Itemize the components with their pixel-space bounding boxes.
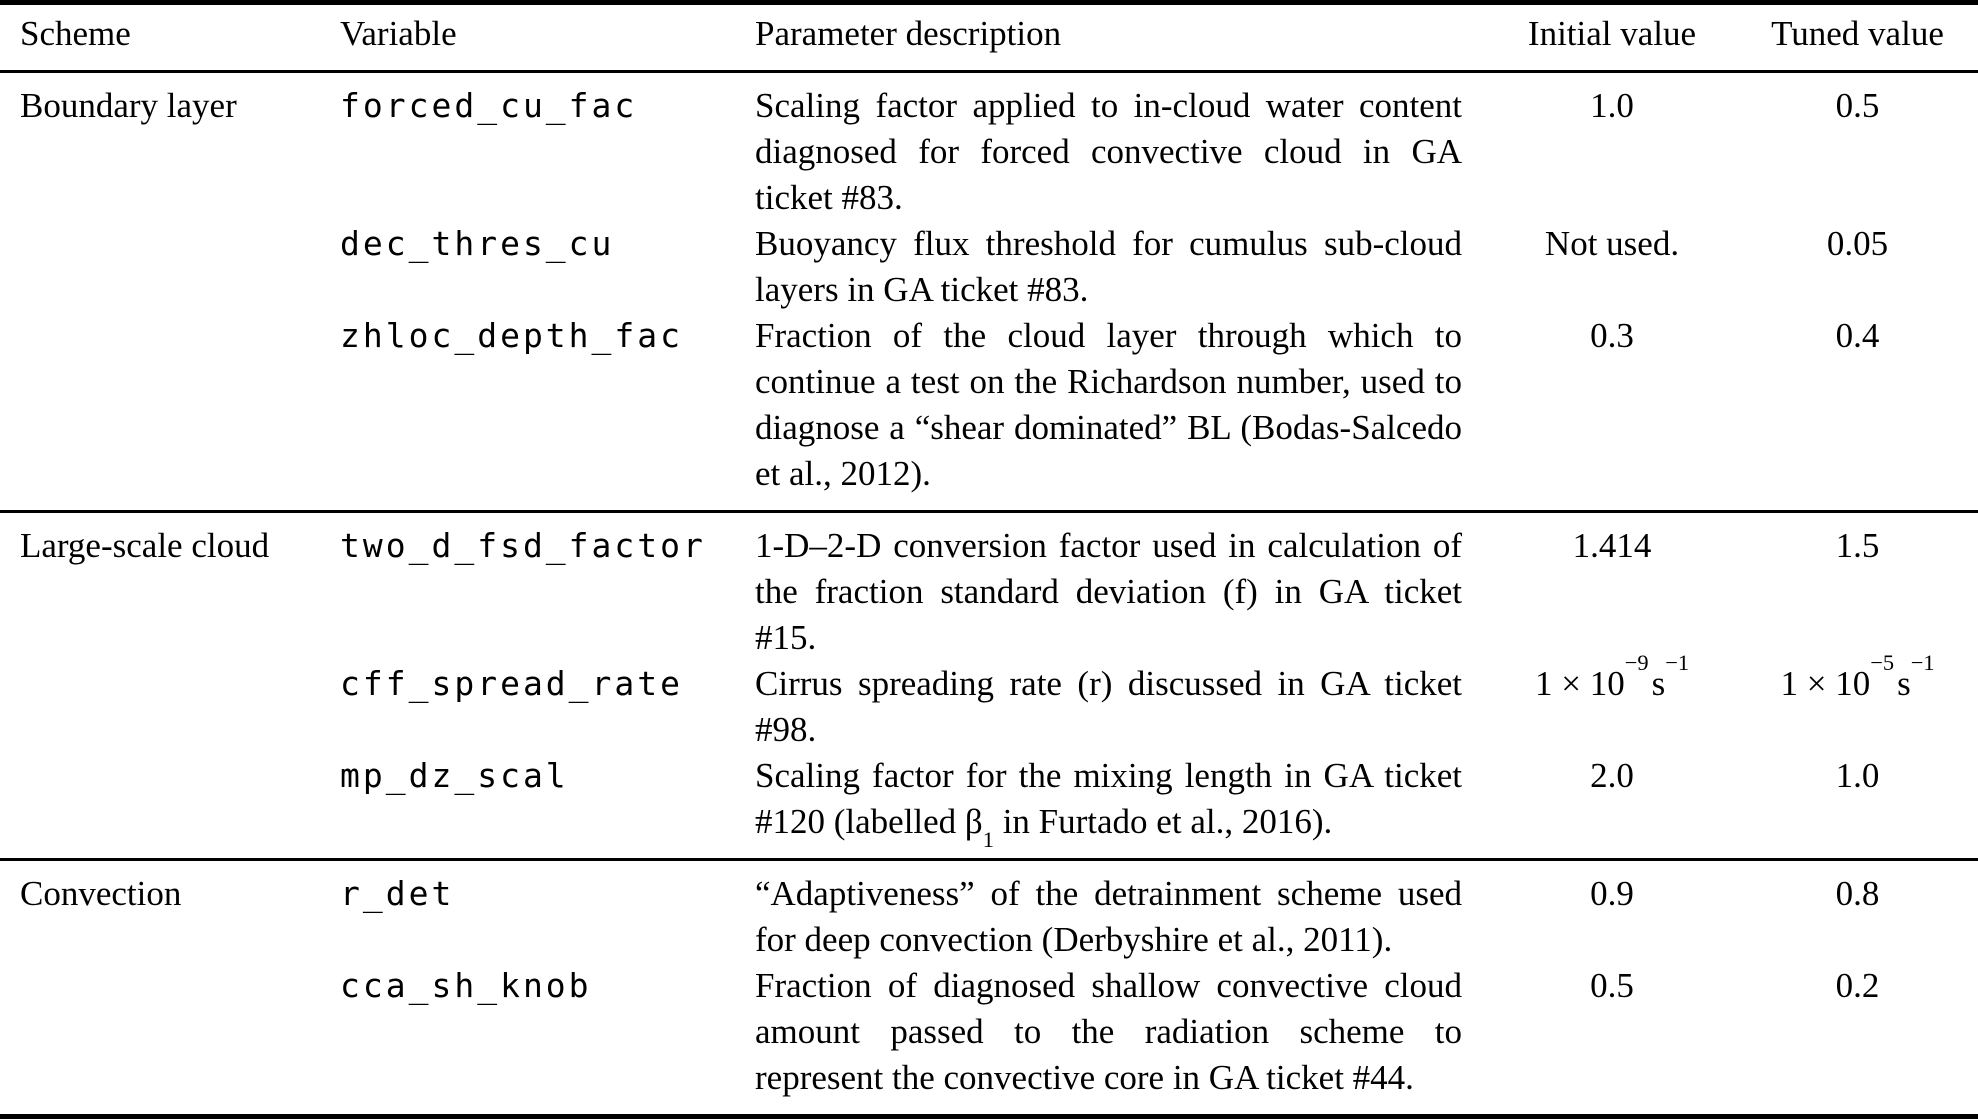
variable-name: cff_spread_rate — [340, 661, 755, 753]
param-description: 1-D–2-D conversion factor used in calcul… — [755, 510, 1462, 661]
variable-code: dec_thres_cu — [340, 224, 615, 263]
param-description: Fraction of the cloud layer through whic… — [755, 316, 1462, 493]
scheme-label: Large-scale cloud — [0, 510, 340, 661]
param-description: Fraction of diagnosed shallow convective… — [755, 966, 1462, 1097]
initial-value: 0.5 — [1590, 966, 1634, 1005]
description-text: Scaling factor for the mixing length in … — [755, 756, 1462, 841]
unit-exponent: −1 — [1910, 650, 1935, 676]
column-header-description: Parameter description — [755, 2, 1462, 73]
value-unit: s — [1651, 664, 1666, 703]
table-row: Convection r_det “Adaptiveness” of the d… — [0, 858, 1978, 963]
scheme-label — [0, 963, 340, 1117]
unit-exponent: −1 — [1665, 650, 1690, 676]
table-row: mp_dz_scal Scaling factor for the mixing… — [0, 753, 1978, 860]
tuned-value: 0.4 — [1835, 316, 1880, 355]
variable-name: cca_sh_knob — [340, 963, 755, 1117]
variable-name: zhloc_depth_fac — [340, 313, 755, 512]
column-header-variable: Variable — [340, 2, 755, 73]
description-text: in Furtado et al., 2016). — [993, 802, 1333, 841]
value-exponent: −9 — [1624, 650, 1649, 676]
scheme-label — [0, 313, 340, 512]
variable-code: cca_sh_knob — [340, 966, 592, 1005]
variable-code: two_d_fsd_factor — [340, 526, 706, 565]
param-description: Scaling factor applied to in-cloud water… — [755, 86, 1462, 217]
tuned-value: 0.5 — [1835, 86, 1880, 125]
variable-code: cff_spread_rate — [340, 664, 684, 703]
tuned-value: 1 × 10−5s−1 — [1762, 651, 1978, 753]
scheme-label: Convection — [0, 858, 340, 963]
variable-name: forced_cu_fac — [340, 72, 755, 222]
table-row: cca_sh_knob Fraction of diagnosed shallo… — [0, 963, 1978, 1117]
table-row: dec_thres_cu Buoyancy flux threshold for… — [0, 221, 1978, 313]
scheme-label — [0, 753, 340, 860]
table-row: cff_spread_rate Cirrus spreading rate (r… — [0, 651, 1978, 753]
param-description: Scaling factor for the mixing length in … — [755, 753, 1462, 860]
column-header-initial-value: Initial value — [1462, 2, 1762, 73]
initial-value: 1 × 10−9s−1 — [1462, 651, 1762, 753]
initial-value: 1.0 — [1590, 86, 1634, 125]
variable-code: forced_cu_fac — [340, 86, 638, 125]
tuned-value: 1.5 — [1762, 510, 1978, 661]
value-mantissa: 1 × 10 — [1534, 664, 1625, 703]
param-description: Buoyancy flux threshold for cumulus sub-… — [755, 224, 1462, 309]
column-header-tuned-value: Tuned value — [1762, 2, 1978, 73]
initial-value: 2.0 — [1590, 756, 1634, 795]
value-unit: s — [1897, 664, 1911, 703]
value-exponent: −5 — [1870, 650, 1895, 676]
table-row: zhloc_depth_fac Fraction of the cloud la… — [0, 313, 1978, 512]
variable-code: mp_dz_scal — [340, 756, 569, 795]
beta-subscript: 1 — [982, 826, 994, 852]
scheme-label — [0, 661, 340, 753]
initial-value: 1.414 — [1462, 510, 1762, 661]
header-row: Scheme Variable Parameter description In… — [0, 2, 1978, 73]
initial-value: 0.9 — [1462, 858, 1762, 963]
param-description: Cirrus spreading rate (r) discussed in G… — [755, 664, 1462, 749]
tuned-value: 0.8 — [1762, 858, 1978, 963]
variable-name: mp_dz_scal — [340, 753, 755, 860]
scheme-label — [0, 221, 340, 313]
initial-value: Not used. — [1544, 224, 1680, 263]
variable-name: dec_thres_cu — [340, 221, 755, 313]
table-row: Large-scale cloud two_d_fsd_factor 1-D–2… — [0, 510, 1978, 661]
variable-code: r_det — [340, 874, 455, 913]
initial-value: 0.3 — [1590, 316, 1634, 355]
column-header-scheme: Scheme — [0, 2, 340, 73]
tuned-value: 0.05 — [1826, 224, 1889, 263]
variable-code: zhloc_depth_fac — [340, 316, 684, 355]
tuned-value: 1.0 — [1835, 756, 1880, 795]
param-description: “Adaptiveness” of the detrainment scheme… — [755, 858, 1462, 963]
variable-name: two_d_fsd_factor — [340, 510, 755, 661]
scheme-label: Boundary layer — [20, 86, 237, 125]
tuned-value: 0.2 — [1835, 966, 1880, 1005]
variable-name: r_det — [340, 858, 755, 963]
table-row: Boundary layer forced_cu_fac Scaling fac… — [0, 72, 1978, 222]
value-mantissa: 1 × 10 — [1780, 664, 1871, 703]
